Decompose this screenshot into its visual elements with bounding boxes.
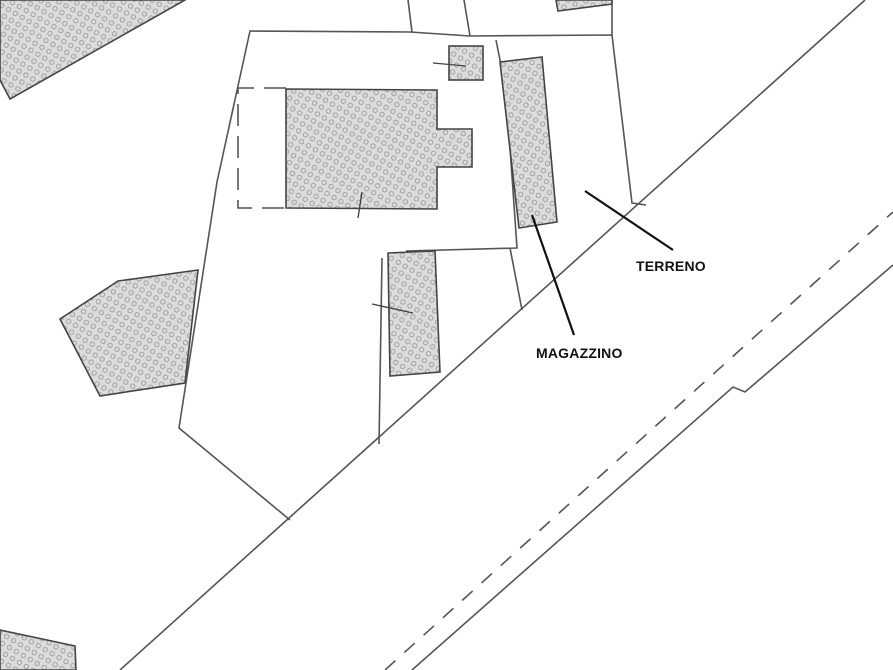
parcel-main-outline	[178, 30, 471, 521]
parcel-top-dividers	[407, 0, 413, 33]
road-lower-edge	[411, 264, 893, 670]
building-top-right-partial	[555, 0, 613, 12]
terreno-leader-line	[584, 190, 674, 251]
parcel-top-line	[469, 34, 647, 206]
building-left-pentagon	[58, 269, 199, 397]
road-boundary-line	[119, 0, 866, 670]
building-lower-narrow	[387, 250, 441, 377]
building-bottom-left	[0, 629, 77, 670]
building-main-house	[285, 88, 473, 210]
parcel-top-dividers-2	[463, 0, 471, 37]
building-small-square	[448, 45, 484, 81]
label-terreno: TERRENO	[636, 258, 706, 274]
building-top-left	[0, 0, 187, 101]
road-centerline-dashed	[384, 211, 893, 670]
label-magazzino: MAGAZZINO	[536, 345, 623, 361]
porch-dashed-outline	[237, 87, 286, 209]
magazzino-leader-line	[530, 214, 576, 336]
parcel-corridor-down	[509, 247, 523, 311]
parcel-inner-divider	[378, 257, 383, 445]
building-magazzino	[499, 56, 558, 229]
